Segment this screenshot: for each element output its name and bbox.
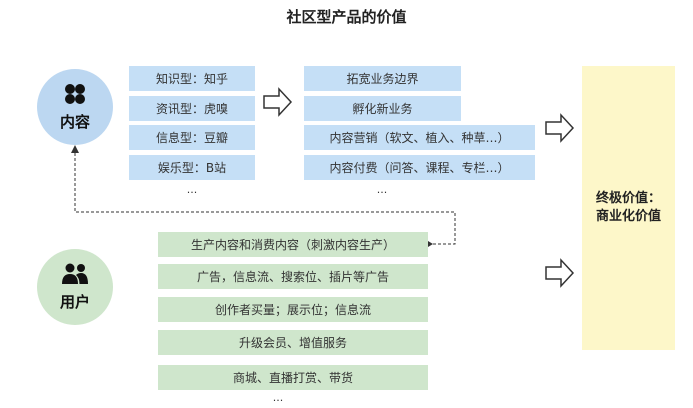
- right-arrow-icon: [545, 258, 575, 292]
- content-node: 内容: [37, 69, 113, 145]
- goal-line-1: 终极价值：: [595, 191, 661, 206]
- content-value-box: 内容营销（软文、植入、种草…）: [304, 125, 535, 150]
- clover-icon: [64, 83, 86, 109]
- user-value-box: 创作者买量；展示位；信息流: [158, 297, 428, 322]
- content-type-box: 知识型：知乎: [129, 66, 255, 91]
- user-node: 用户: [37, 249, 113, 325]
- diagram-title: 社区型产品的价值: [286, 8, 407, 26]
- content-values-ellipsis: ...: [376, 183, 388, 196]
- content-type-box: 资讯型：虎嗅: [129, 96, 255, 121]
- user-value-box: 广告，信息流、搜索位、插片等广告: [158, 264, 428, 289]
- user-node-label: 用户: [59, 292, 90, 311]
- content-type-box: 娱乐型：B站: [129, 155, 255, 180]
- content-value-box: 内容付费（问答、课程、专栏…）: [304, 155, 535, 180]
- content-value-box: 孵化新业务: [304, 96, 461, 121]
- right-arrow-icon: [263, 87, 293, 121]
- goal-line-2: 商业化价值: [595, 209, 661, 224]
- content-type-box: 信息型：豆瓣: [129, 125, 255, 150]
- user-value-box: 生产内容和消费内容（刺激内容生产）: [158, 232, 428, 257]
- user-value-box: 升级会员、增值服务: [158, 330, 428, 355]
- content-value-box: 拓宽业务边界: [304, 66, 461, 91]
- users-icon: [61, 263, 89, 289]
- content-node-label: 内容: [59, 112, 90, 131]
- right-arrow-icon: [545, 113, 575, 147]
- user-values-ellipsis: ...: [272, 391, 284, 404]
- user-value-box: 商城、直播打赏、带货: [158, 365, 428, 390]
- content-types-ellipsis: ...: [186, 183, 198, 196]
- goal-box: 终极价值： 商业化价值: [582, 66, 675, 350]
